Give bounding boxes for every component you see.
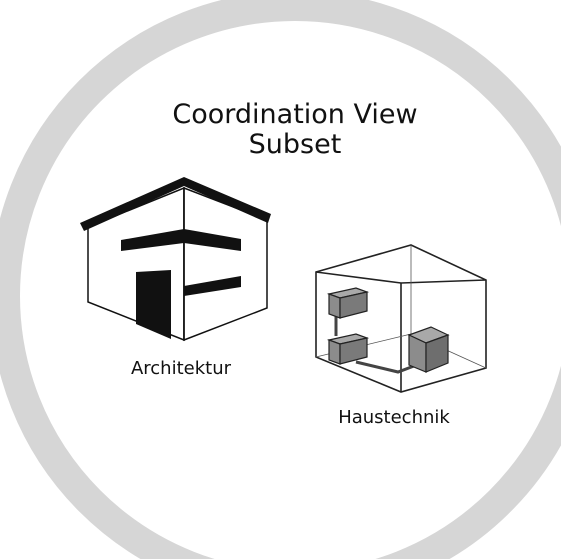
mep-equipment-cube [407,326,450,373]
architecture-building-icon [80,177,271,342]
diagram-title-line-2: Subset [249,129,342,160]
mep-equipment-lower [326,333,370,365]
building-services-label: Haustechnik [338,407,450,428]
mep-equipment-upper [326,287,370,319]
architecture-label: Architektur [131,358,232,379]
building-services-icon [315,244,487,393]
diagram-title-line-1: Coordination View [172,99,417,130]
